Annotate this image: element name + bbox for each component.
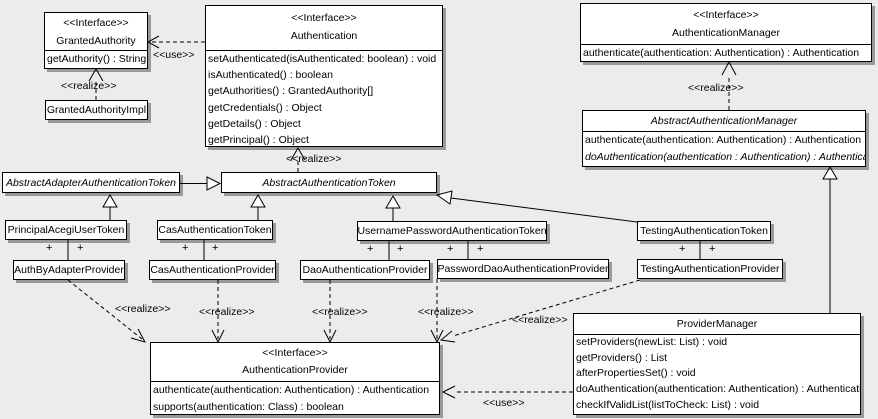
- class-box-granted-authority-impl[interactable]: GrantedAuthorityImpl: [45, 100, 148, 120]
- method: authenticate(authentication: Authenticat…: [583, 47, 860, 59]
- association-plus-marker: +: [679, 243, 686, 255]
- association-plus-marker: +: [182, 242, 189, 254]
- stereotype: <<Interface>>: [291, 12, 357, 24]
- edge-label-realize: <<realize>>: [418, 306, 474, 318]
- association-plus-marker: +: [477, 243, 484, 255]
- method: isAuthenticated() : boolean: [208, 69, 333, 82]
- edge-label-realize: <<realize>>: [286, 153, 342, 165]
- method: setProviders(newList: List) : void: [576, 336, 728, 348]
- class-name: TestingAuthenticationToken: [640, 225, 768, 237]
- class-name: GrantedAuthority: [56, 35, 136, 47]
- open-arrowheads: [88, 35, 737, 399]
- method: afterPropertiesSet() : void: [576, 367, 696, 380]
- association-plus-marker: +: [447, 243, 454, 255]
- class-box-authentication-manager[interactable]: <<Interface>> AuthenticationManager auth…: [580, 3, 872, 62]
- class-name: AbstractAuthenticationToken: [262, 176, 396, 189]
- generalization-edges: [109, 179, 831, 313]
- association-plus-marker: +: [77, 242, 84, 254]
- class-box-granted-authority[interactable]: <<Interface>> GrantedAuthority getAuthor…: [44, 12, 148, 69]
- class-box-abstract-adapter-authentication-token[interactable]: AbstractAdapterAuthenticationToken: [2, 172, 180, 193]
- class-box-abstract-authentication-manager[interactable]: AbstractAuthenticationManager authentica…: [582, 110, 866, 167]
- class-box-provider-manager[interactable]: ProviderManager setProviders(newList: Li…: [573, 313, 861, 415]
- association-plus-marker: +: [212, 242, 219, 254]
- class-name: AuthenticationProvider: [242, 364, 348, 376]
- method: authenticate(authentication: Authenticat…: [153, 384, 430, 396]
- edge-label-realize: <<realize>>: [512, 314, 568, 326]
- class-name: UsernamePasswordAuthenticationToken: [358, 225, 546, 237]
- edge-label-realize: <<realize>>: [115, 303, 171, 315]
- dashed-edges: [67, 41, 730, 393]
- edge-label-use: <<use>>: [483, 397, 525, 409]
- class-name: AuthByAdapterProvider: [14, 264, 124, 276]
- class-name: PrincipalAcegiUserToken: [7, 224, 125, 236]
- class-box-auth-by-adapter-provider[interactable]: AuthByAdapterProvider: [13, 260, 125, 280]
- association-edges: [67, 240, 701, 260]
- class-box-cas-authentication-provider[interactable]: CasAuthenticationProvider: [149, 260, 276, 280]
- method: doAuthentication(authentication : Authen…: [585, 151, 865, 163]
- generalization-arrowheads: [102, 166, 838, 209]
- class-box-cas-authentication-token[interactable]: CasAuthenticationToken: [157, 220, 273, 240]
- method: supports(authentication: Class) : boolea…: [153, 400, 344, 413]
- method: getCredentials() : Object: [208, 101, 322, 114]
- class-box-testing-authentication-provider[interactable]: TestingAuthenticationProvider: [637, 259, 783, 279]
- edge-label-realize: <<realize>>: [688, 82, 744, 94]
- class-box-password-dao-authentication-provider[interactable]: PasswordDaoAuthenticationProvider: [437, 259, 609, 279]
- class-name: TestingAuthenticationProvider: [640, 263, 780, 275]
- class-box-authentication-provider[interactable]: <<Interface>> AuthenticationProvider aut…: [150, 342, 440, 415]
- class-box-username-password-authentication-token[interactable]: UsernamePasswordAuthenticationToken: [357, 221, 547, 241]
- method: getAuthorities() : GrantedAuthority[]: [208, 85, 374, 98]
- class-box-dao-authentication-provider[interactable]: DaoAuthenticationProvider: [300, 260, 430, 280]
- stereotype: <<Interface>>: [693, 9, 759, 21]
- class-box-testing-authentication-token[interactable]: TestingAuthenticationToken: [637, 221, 771, 241]
- class-name: GrantedAuthorityImpl: [46, 104, 147, 116]
- class-name: AuthenticationManager: [672, 27, 780, 39]
- method: authenticate(authentication: Authenticat…: [585, 134, 862, 146]
- class-name: AbstractAuthenticationManager: [650, 115, 798, 127]
- method: getProviders() : List: [576, 351, 668, 364]
- edge-label-realize: <<realize>>: [312, 306, 368, 318]
- method: checkIfValidList(listToCheck: List) : vo…: [576, 398, 760, 411]
- class-name: CasAuthenticationToken: [158, 224, 272, 236]
- association-plus-marker: +: [397, 243, 404, 255]
- class-name: PasswordDaoAuthenticationProvider: [438, 263, 608, 275]
- edge-label-realize: <<realize>>: [61, 80, 117, 92]
- stereotype: <<Interface>>: [262, 347, 328, 359]
- method: getPrincipal() : Object: [208, 134, 309, 147]
- class-box-principal-acegi-user-token[interactable]: PrincipalAcegiUserToken: [5, 220, 127, 240]
- stereotype: <<Interface>>: [63, 17, 129, 29]
- method: setAuthenticated(isAuthenticated: boolea…: [208, 53, 437, 65]
- association-plus-marker: +: [709, 243, 716, 255]
- class-name: CasAuthenticationProvider: [150, 264, 275, 276]
- class-name: AbstractAdapterAuthenticationToken: [5, 176, 177, 189]
- association-plus-marker: +: [46, 242, 53, 254]
- method: getAuthority() : String: [47, 53, 147, 65]
- association-plus-marker: +: [367, 243, 374, 255]
- class-box-abstract-authentication-token[interactable]: AbstractAuthenticationToken: [221, 172, 437, 193]
- edge-label-use: <<use>>: [153, 49, 195, 61]
- class-name: DaoAuthenticationProvider: [302, 264, 428, 276]
- class-name: Authentication: [290, 30, 358, 42]
- method: getDetails() : Object: [208, 117, 301, 130]
- class-box-authentication[interactable]: <<Interface>> Authentication setAuthenti…: [205, 5, 443, 147]
- class-name: ProviderManager: [676, 318, 758, 330]
- method: doAuthentication(authentication: Authent…: [576, 383, 860, 396]
- edge-label-realize: <<realize>>: [199, 306, 255, 318]
